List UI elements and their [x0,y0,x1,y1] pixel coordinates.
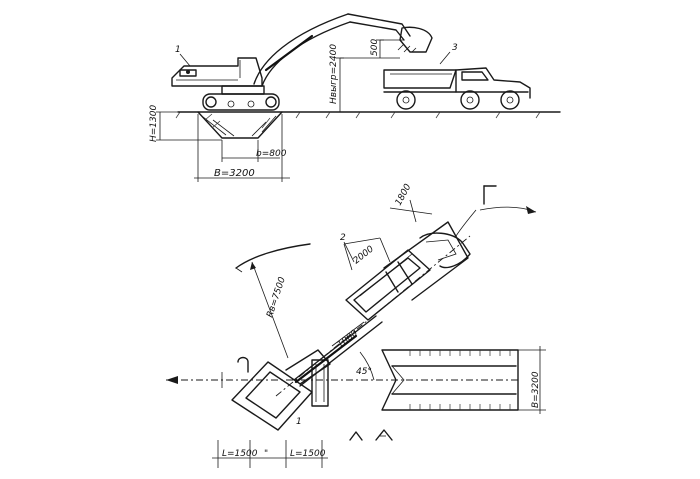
callout-excavator: 1 [175,45,181,55]
dim-offset-b-label: 2000 [352,244,376,266]
section-marks [349,429,393,441]
callout-plan-truck: 2 [340,233,346,243]
dim-left-label: L=1500 [222,449,258,459]
excavator-plan [231,315,383,431]
truck-plan [345,221,471,321]
dim-offset-a-label: 1800 [394,182,414,207]
dim-trench-top-label: B=3200 [214,168,255,179]
radius-arc [235,243,311,269]
dim-trench-bottom-label: b=800 [256,149,287,159]
plan-view: Rв=7500 1 [166,182,546,468]
trench-section [197,111,283,139]
dim-trench-width-label: B=3200 [531,371,541,408]
dim-loading-height-label: Hвыгр=2400 [329,44,339,104]
radius-label: Rв=7500 [265,276,288,319]
excavator-boom [253,13,433,87]
dim-trench-depth [156,111,222,141]
direction-marker [455,185,537,237]
plan-dims-bottom [212,440,328,468]
dim-clearance-label: 500 [370,39,380,56]
callout-plan-excavator: 1 [296,417,302,427]
callout-truck: 3 [452,43,458,53]
dim-clearance [376,39,404,58]
side-view: 1 3 Hвыгр=2400 [149,13,561,182]
angle-arc [359,351,375,381]
angle-label: 45° [356,367,372,377]
ground-hatching [175,111,541,119]
dim-mid-label: " [264,449,268,459]
dim-trench-depth-label: H=1300 [149,105,159,142]
dump-truck [383,67,531,110]
dim-trench-widths [194,114,290,182]
radius-line [251,261,289,359]
dim-right-label: L=1500 [290,449,326,459]
plan-dims-upper [343,199,433,271]
dim-loading-height [336,57,400,113]
trench-plan [381,346,546,414]
excavator-side [171,57,280,111]
